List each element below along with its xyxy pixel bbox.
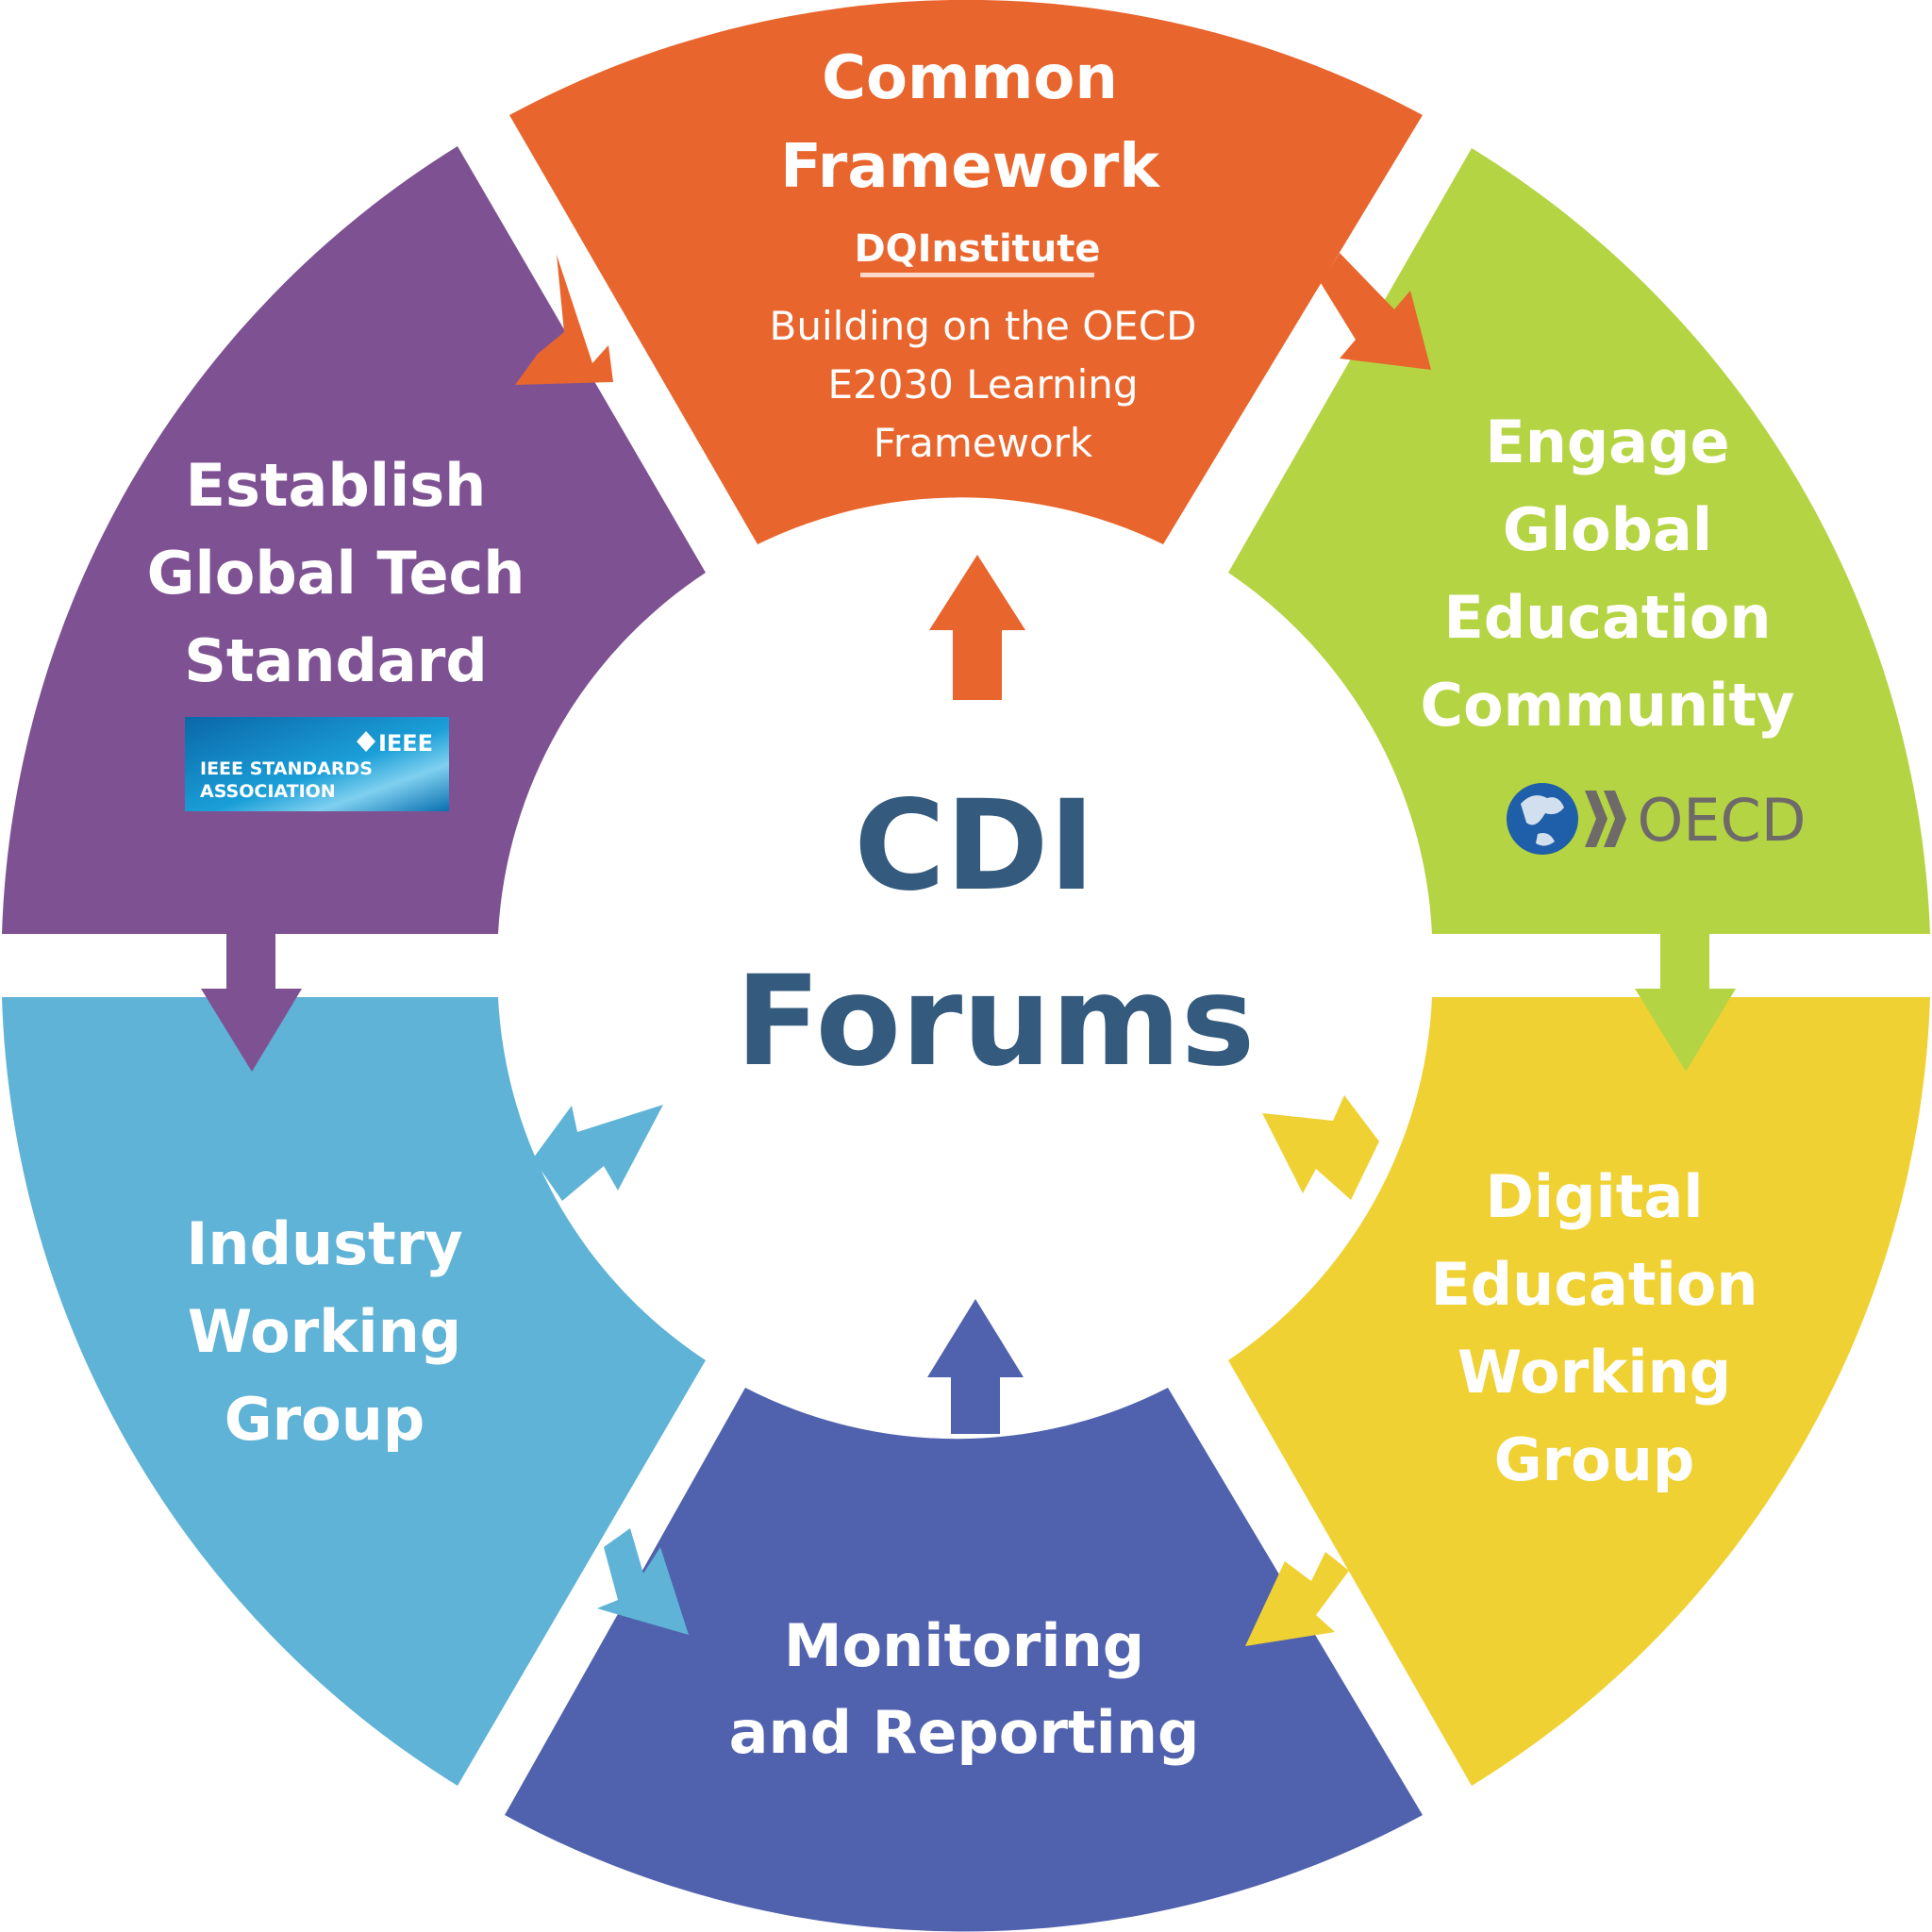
segment-industry-working-group (2, 997, 706, 1786)
dq-institute-tagline (860, 273, 1094, 277)
industry-title-line3: Group (225, 1385, 425, 1454)
center-title-line1: CDI (854, 774, 1095, 919)
monitoring-title-line2: and Reporting (729, 1698, 1200, 1767)
ieee-logo-line2: ASSOCIATION (200, 781, 336, 802)
arrow-center-to-common-framework (929, 555, 1025, 700)
arrow-digital-education-to-monitoring (1245, 1552, 1349, 1646)
ieee-logo-line1: IEEE STANDARDS (200, 758, 373, 779)
diamond-icon (357, 731, 375, 752)
arrow-common-framework-to-engage (1321, 253, 1431, 370)
engage-title-line4: Community (1421, 671, 1795, 740)
digital-education-title-line3: Working (1457, 1338, 1731, 1407)
oecd-logo-text: OECD (1637, 786, 1806, 855)
arrow-digital-education-to-center (1262, 1095, 1379, 1200)
arrow-monitoring-to-center (927, 1299, 1024, 1434)
center-title-line2: Forums (736, 949, 1256, 1094)
common-framework-body-line3: Framework (874, 420, 1093, 466)
common-framework-title-line1: Common (822, 43, 1118, 113)
common-framework-body-line2: E2030 Learning (827, 361, 1138, 408)
arrow-engage-to-digital-education (1635, 934, 1736, 1072)
arrow-industry-to-center (533, 1105, 663, 1201)
digital-education-title-line2: Education (1430, 1250, 1757, 1319)
ieee-logo-mark: IEEE (378, 730, 433, 757)
arrow-establish-to-industry (201, 934, 302, 1072)
digital-education-title-line1: Digital (1485, 1162, 1703, 1231)
arrow-industry-to-monitoring (597, 1528, 689, 1635)
segment-common-framework (509, 0, 1423, 544)
ieee-logo-background (185, 717, 449, 811)
establish-title-line1: Establish (186, 451, 487, 520)
common-framework-title-line2: Framework (780, 132, 1160, 202)
dq-institute-logo-text: DQInstitute (854, 227, 1100, 271)
monitoring-title-line1: Monitoring (784, 1611, 1144, 1680)
engage-title-line1: Engage (1485, 408, 1729, 476)
engage-title-line2: Global (1503, 495, 1712, 564)
establish-title-line3: Standard (184, 626, 487, 695)
industry-title-line1: Industry (186, 1209, 462, 1278)
globe-icon-land (1521, 795, 1564, 846)
segment-monitoring-reporting (505, 1388, 1423, 1932)
arrow-common-framework-to-establish (515, 255, 613, 385)
establish-title-line2: Global Tech (147, 539, 525, 608)
oecd-logo: OECD (1507, 783, 1807, 855)
digital-education-title-line4: Group (1494, 1425, 1695, 1494)
dq-institute-logo: DQInstitute (854, 227, 1101, 277)
industry-title-line2: Working (188, 1297, 461, 1366)
oecd-chevrons (1585, 791, 1626, 847)
engage-title-line3: Education (1443, 583, 1771, 652)
segment-establish-standard (2, 146, 706, 934)
segment-digital-education (1228, 997, 1930, 1786)
common-framework-body-line1: Building on the OECD (770, 303, 1197, 349)
ieee-standards-logo: IEEE IEEE STANDARDS ASSOCIATION (185, 717, 449, 811)
